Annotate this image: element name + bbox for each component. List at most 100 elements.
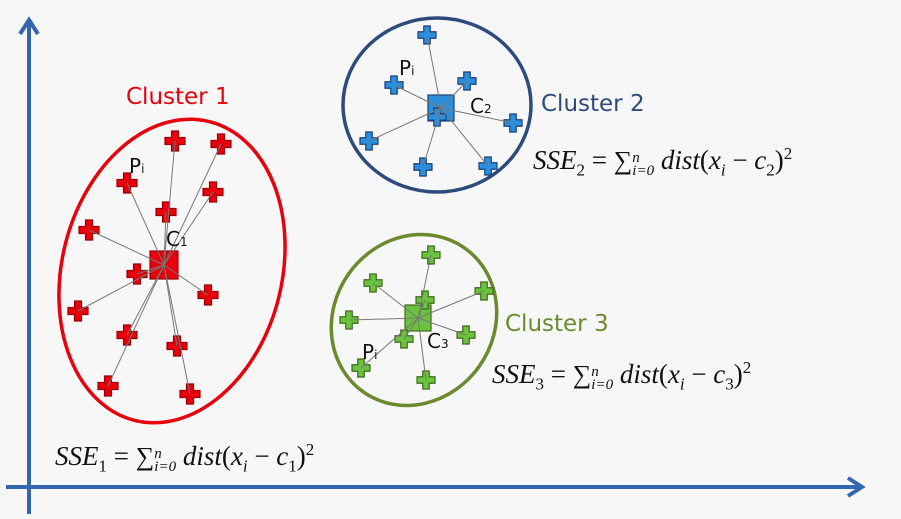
point-label-text: P: [129, 154, 142, 178]
distance-line: [440, 107, 514, 124]
formula-body: dist: [182, 441, 222, 471]
distance-line: [163, 211, 167, 266]
formula-power: 2: [742, 358, 752, 377]
distance-line: [163, 191, 214, 266]
formula-x-sub: i: [720, 160, 726, 180]
point-label-text: P: [362, 340, 375, 364]
sum-lower: i=0: [154, 458, 177, 475]
formula-body: dist: [660, 145, 700, 175]
distance-line: [417, 254, 432, 319]
formula-lhs: SSE: [492, 359, 536, 389]
cluster-1-boundary: [57, 117, 287, 425]
sum-upper: n: [154, 445, 162, 462]
cluster-3-group: [339, 245, 494, 390]
distance-line: [393, 84, 442, 109]
axes: [6, 16, 866, 514]
distance-line: [163, 143, 222, 266]
formula-c: c: [754, 145, 767, 175]
cluster-2-group: [359, 25, 523, 177]
formula-x: x: [230, 441, 243, 471]
distance-line: [417, 317, 467, 336]
distance-line: [426, 34, 442, 109]
distance-line: [403, 317, 419, 340]
formula-x-sub: i: [242, 456, 248, 476]
point-label-text: P: [399, 56, 412, 80]
sum-upper: n: [591, 363, 599, 380]
cluster-3-point-label: Pi: [362, 340, 377, 364]
distance-line: [136, 264, 165, 275]
cluster-1-point-label: Pi: [129, 154, 144, 178]
y-axis-arrowhead: [18, 16, 40, 36]
distance-line: [163, 264, 191, 395]
distance-line: [163, 264, 178, 347]
distance-line: [360, 317, 419, 369]
formula-c: c: [276, 441, 289, 471]
formula-lhs-sub: 3: [535, 374, 545, 394]
cluster-2-title: Cluster 2: [541, 91, 645, 117]
cluster-3-title: Cluster 3: [505, 311, 609, 337]
sum-lower: i=0: [591, 376, 614, 393]
distance-line: [88, 229, 165, 266]
distance-line: [422, 107, 442, 168]
formula-c-sub: 3: [725, 374, 734, 394]
centroid-label-text: C: [427, 329, 441, 353]
formula-lhs: SSE: [533, 145, 577, 175]
centroid-label-text: C: [166, 227, 180, 251]
centroid-label-sub: 3: [440, 337, 449, 351]
distance-line: [368, 107, 442, 142]
cluster-1-group: [67, 130, 232, 405]
sum-upper: n: [632, 149, 640, 166]
formula-c-sub: 1: [288, 456, 297, 476]
formula-x-sub: i: [679, 374, 685, 394]
x-axis-arrowhead: [846, 476, 866, 498]
formula-lhs-sub: 2: [576, 160, 586, 180]
sigma-symbol: ∑: [613, 146, 633, 175]
distance-line: [417, 299, 426, 319]
distance-line: [440, 80, 468, 109]
distance-line: [348, 317, 419, 321]
point-label-sub: i: [411, 64, 415, 78]
cluster-3-centroid-label: C3: [427, 329, 449, 353]
sigma-symbol: ∑: [572, 360, 592, 389]
distance-line: [440, 107, 489, 167]
centroid-label-sub: 1: [179, 235, 188, 249]
distance-line: [126, 182, 165, 266]
formula-c-sub: 2: [766, 160, 775, 180]
distance-line: [77, 264, 165, 312]
cluster-2-boundary: [341, 16, 533, 194]
distance-line: [163, 264, 209, 296]
cluster-layers: [67, 25, 523, 405]
formula-lhs-sub: 1: [98, 456, 108, 476]
distance-line: [107, 264, 165, 387]
distance-line: [417, 317, 427, 381]
cluster-1-title: Cluster 1: [126, 84, 230, 110]
cluster-3-boundary: [329, 232, 499, 408]
formula-lhs: SSE: [55, 441, 99, 471]
sigma-symbol: ∑: [135, 442, 155, 471]
centroid-label-text: C: [470, 94, 484, 118]
sum-lower: i=0: [632, 162, 655, 179]
formula-power: 2: [305, 440, 315, 459]
formula-x: x: [708, 145, 721, 175]
centroid-label-sub: 2: [483, 102, 492, 116]
distance-line: [372, 282, 419, 319]
cluster-2-point-label: Pi: [399, 56, 414, 80]
formula-body: dist: [619, 359, 659, 389]
cluster-1-centroid-label: C1: [166, 227, 188, 251]
distance-line: [163, 140, 176, 266]
formula-power: 2: [783, 144, 793, 163]
point-label-sub: i: [374, 348, 378, 362]
cluster-2-centroid-label: C2: [470, 94, 492, 118]
formula-c: c: [713, 359, 726, 389]
distance-line: [126, 264, 165, 336]
point-label-sub: i: [141, 162, 145, 176]
formula-x: x: [667, 359, 680, 389]
